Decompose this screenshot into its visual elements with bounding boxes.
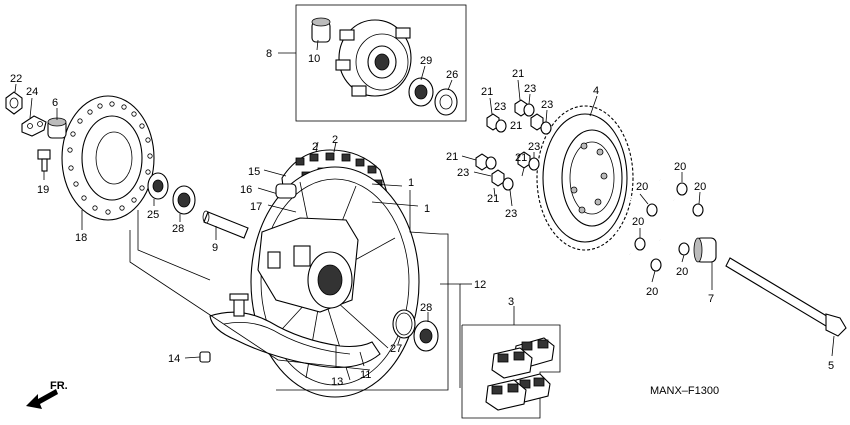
damper-rubber-inset	[461, 306, 561, 419]
damper-rubber-b[interactable]	[491, 347, 533, 379]
bearing-28-left[interactable]	[172, 185, 196, 222]
sprocket-studs[interactable]	[615, 172, 704, 283]
callout-20c: 20	[694, 181, 706, 193]
callout-20b: 20	[636, 181, 648, 193]
callout-26: 26	[446, 69, 458, 81]
sprocket-nuts-top[interactable]	[486, 79, 552, 135]
callout-28b: 28	[420, 302, 432, 314]
hub-spacer[interactable]	[311, 17, 331, 43]
callout-21c: 21	[510, 120, 522, 132]
callout-21e: 21	[515, 152, 527, 164]
callout-10: 10	[308, 53, 320, 65]
callout-9: 9	[212, 242, 218, 254]
callout-8: 8	[266, 48, 272, 60]
callout-24: 24	[26, 86, 38, 98]
callout-23d: 23	[528, 141, 540, 153]
o-ring-27[interactable]	[392, 309, 416, 345]
dust-seal-26[interactable]	[434, 88, 458, 116]
sprocket-nuts-bottom[interactable]	[461, 151, 540, 207]
callout-13: 13	[331, 376, 343, 388]
callout-23e: 23	[457, 167, 469, 179]
callout-29: 29	[420, 55, 432, 67]
callout-18: 18	[75, 232, 87, 244]
bearing-28-right[interactable]	[413, 312, 439, 352]
front-direction-arrow	[26, 389, 58, 409]
callout-15: 15	[248, 166, 260, 178]
callout-23f: 23	[505, 208, 517, 220]
callout-28a: 28	[172, 223, 184, 235]
bolt-19[interactable]	[37, 149, 51, 180]
callout-11: 11	[360, 369, 371, 381]
axle-collar-9[interactable]	[202, 210, 249, 240]
driven-flange[interactable]	[335, 19, 412, 97]
valve-cap-14[interactable]	[184, 351, 211, 363]
hub-inset-group	[278, 4, 467, 122]
callout-14: 14	[168, 353, 180, 365]
spoke-17[interactable]	[267, 204, 297, 213]
callout-4: 4	[593, 85, 599, 97]
bracket-24[interactable]	[21, 97, 47, 137]
callout-22: 22	[10, 73, 22, 85]
callout-21d: 21	[446, 151, 458, 163]
callout-5: 5	[828, 360, 834, 372]
callout-2a: 2	[312, 141, 318, 153]
callout-20a: 20	[674, 161, 686, 173]
hub-inset-frame	[295, 4, 467, 122]
callout-16: 16	[240, 184, 252, 196]
callout-6: 6	[52, 97, 58, 109]
callout-3: 3	[508, 296, 514, 308]
callout-1a: 1	[408, 177, 414, 189]
damper-rubber-d[interactable]	[485, 379, 527, 411]
callout-labels: 1 1 2 2 3 4 5 6 7 8 9 10 11 12 13 14 15 …	[10, 48, 834, 397]
diagram-code: MANX–F1300	[650, 385, 719, 397]
assembly-brackets	[129, 141, 472, 391]
callout-19: 19	[37, 184, 49, 196]
callout-25: 25	[147, 209, 159, 221]
direction-label: FR.	[50, 380, 68, 392]
callout-23c: 23	[541, 99, 553, 111]
callout-27: 27	[390, 343, 402, 355]
callout-2b: 2	[332, 134, 338, 146]
callout-21f: 21	[487, 193, 499, 205]
callout-20d: 20	[632, 216, 644, 228]
callout-7: 7	[708, 293, 714, 305]
spoke-nipple-16[interactable]	[257, 183, 297, 199]
callout-12: 12	[474, 279, 486, 291]
rear-axle-5[interactable]	[725, 257, 847, 357]
nut-22[interactable]	[5, 83, 23, 115]
brake-disc[interactable]	[61, 95, 155, 230]
callout-20e: 20	[676, 266, 688, 278]
callout-21b: 21	[512, 68, 524, 80]
callout-20f: 20	[646, 286, 658, 298]
callout-1b: 1	[424, 203, 430, 215]
callout-23a: 23	[494, 101, 506, 113]
callout-17: 17	[250, 201, 262, 213]
collar-6[interactable]	[47, 108, 67, 139]
callout-23b: 23	[524, 83, 536, 95]
bearing-29[interactable]	[408, 77, 434, 107]
side-collar-7[interactable]	[693, 237, 717, 290]
callout-21a: 21	[481, 86, 493, 98]
driven-sprocket[interactable]	[536, 95, 634, 251]
tube-rim-band[interactable]	[209, 293, 381, 369]
bearing-25[interactable]	[147, 172, 169, 206]
